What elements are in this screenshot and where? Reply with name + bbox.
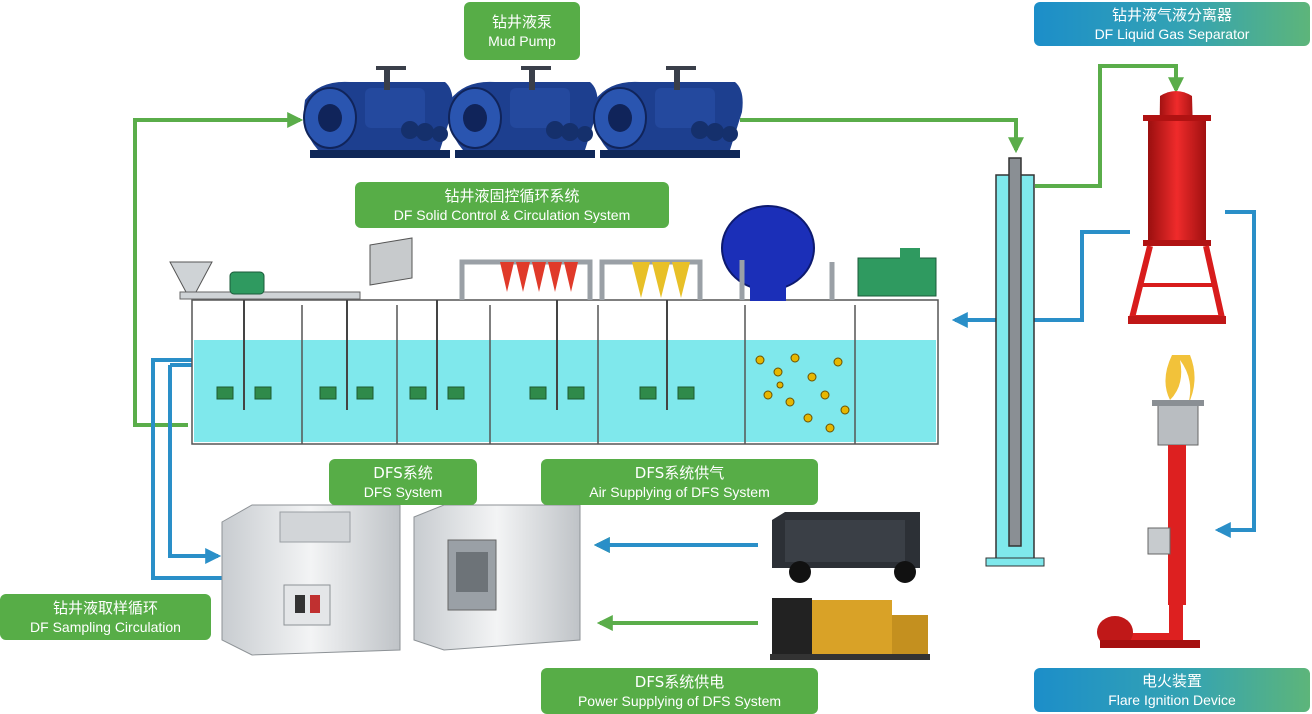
separator-label-en: DF Liquid Gas Separator	[1094, 25, 1250, 42]
solid-control-label-en: DF Solid Control & Circulation System	[393, 206, 631, 223]
solid-control-label: 钻井液固控循环系统 DF Solid Control & Circulation…	[355, 182, 669, 228]
separator-label-zh: 钻井液气液分离器	[1111, 5, 1232, 24]
mud-pumps	[303, 65, 744, 159]
dfs-system-label-en: DFS System	[363, 483, 443, 500]
dfs-system-label: DFS系统 DFS System	[329, 459, 477, 505]
sampling-label-en: DF Sampling Circulation	[30, 618, 181, 635]
air-supply-label: DFS系统供气 Air Supplying of DFS System	[541, 459, 818, 505]
power-supply-label-en: Power Supplying of DFS System	[577, 692, 782, 709]
mud-tank-system	[169, 205, 939, 445]
generator-set	[770, 598, 930, 660]
air-compressor	[772, 512, 920, 583]
flare-label: 电火装置 Flare Ignition Device	[1034, 668, 1310, 712]
dfs-cabinets	[221, 504, 581, 656]
flare-ignition	[1097, 355, 1204, 648]
mud-pump-unit	[303, 66, 453, 158]
separator-label: 钻井液气液分离器 DF Liquid Gas Separator	[1034, 2, 1310, 46]
air-supply-label-zh: DFS系统供气	[634, 463, 725, 482]
flare-label-en: Flare Ignition Device	[1108, 691, 1236, 708]
sampling-label-zh: 钻井液取样循环	[52, 598, 158, 617]
air-supply-label-en: Air Supplying of DFS System	[589, 483, 770, 500]
solid-control-label-zh: 钻井液固控循环系统	[444, 186, 580, 205]
power-supply-label: DFS系统供电 Power Supplying of DFS System	[541, 668, 818, 714]
dfs-system-label-zh: DFS系统	[373, 463, 433, 482]
liquid-gas-separator	[1128, 91, 1226, 324]
flare-label-zh: 电火装置	[1141, 671, 1202, 690]
mud-pump-label-zh: 钻井液泵	[491, 12, 552, 31]
power-supply-label-zh: DFS系统供电	[634, 672, 725, 691]
mud-pump-label: 钻井液泵 Mud Pump	[464, 2, 580, 60]
wellhead-column	[985, 157, 1045, 567]
mud-pump-label-en: Mud Pump	[488, 32, 556, 49]
sampling-label: 钻井液取样循环 DF Sampling Circulation	[0, 594, 211, 640]
